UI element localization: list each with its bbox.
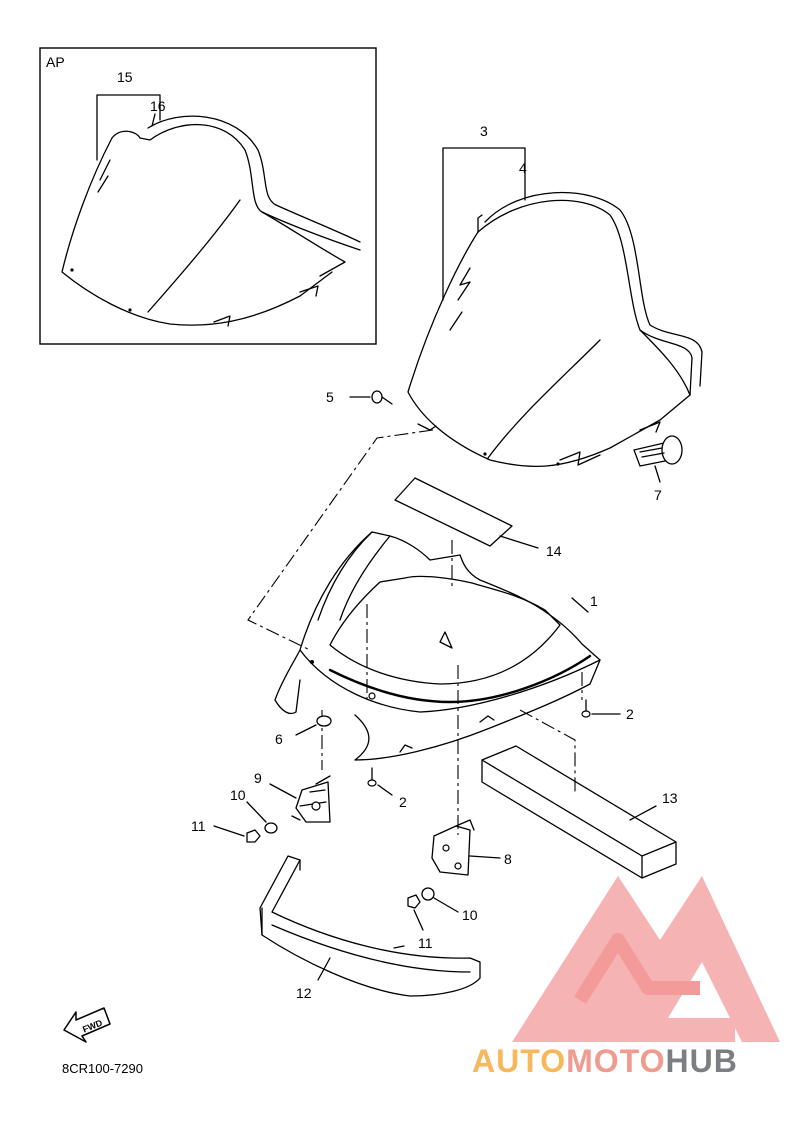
callout-11-right: 11 — [418, 935, 433, 951]
watermark-auto: AUTO — [472, 1043, 566, 1079]
inset-label: AP — [46, 54, 65, 70]
callout-11-left: 11 — [191, 818, 206, 834]
forward-arrow-icon: FWD — [63, 1007, 111, 1043]
screw-part-5 — [349, 390, 393, 405]
callout-6: 6 — [275, 731, 283, 747]
callout-2-center: 2 — [399, 794, 407, 810]
callout-12: 12 — [296, 985, 312, 1001]
callout-15: 15 — [117, 69, 133, 85]
callout-9: 9 — [254, 770, 262, 786]
watermark-logo-icon — [512, 876, 780, 1042]
bracket-part-9 — [269, 775, 331, 823]
screw-part-2-center — [367, 767, 393, 796]
part-code: 8CR100-7290 — [62, 1061, 143, 1076]
screw-part-2-right — [581, 699, 621, 718]
grommet-part-6 — [295, 715, 332, 736]
watermark-hub: HUB — [665, 1043, 737, 1079]
nut-part-11-right — [407, 894, 424, 931]
bracket-part-8 — [431, 819, 501, 876]
callout-4: 4 — [519, 160, 527, 176]
cushion-part-12 — [259, 855, 481, 997]
callout-1: 1 — [590, 593, 598, 609]
callout-8: 8 — [504, 851, 512, 867]
knob-part-7 — [633, 435, 683, 483]
callout-16: 16 — [150, 98, 166, 114]
callout-5: 5 — [326, 389, 334, 405]
inset-windscreen — [61, 115, 361, 327]
callout-10-right: 10 — [462, 907, 478, 923]
callout-7: 7 — [654, 487, 662, 503]
callout-14: 14 — [546, 543, 562, 559]
inset-frame — [39, 47, 377, 345]
windscreen-part-3 — [407, 191, 703, 468]
pad-part-14 — [394, 477, 539, 549]
callout-10-left: 10 — [230, 787, 246, 803]
washer-part-10-right — [421, 887, 459, 913]
watermark-moto: MOTO — [566, 1043, 665, 1079]
bar-part-13 — [481, 745, 677, 879]
callout-3: 3 — [480, 123, 488, 139]
callout-2-right: 2 — [626, 706, 634, 722]
callout-13: 13 — [662, 790, 678, 806]
nut-part-11-left — [213, 825, 261, 843]
washer-part-10-left — [246, 801, 278, 834]
watermark-text: AUTOMOTOHUB — [472, 1043, 738, 1079]
cowl-part-1 — [274, 531, 601, 761]
